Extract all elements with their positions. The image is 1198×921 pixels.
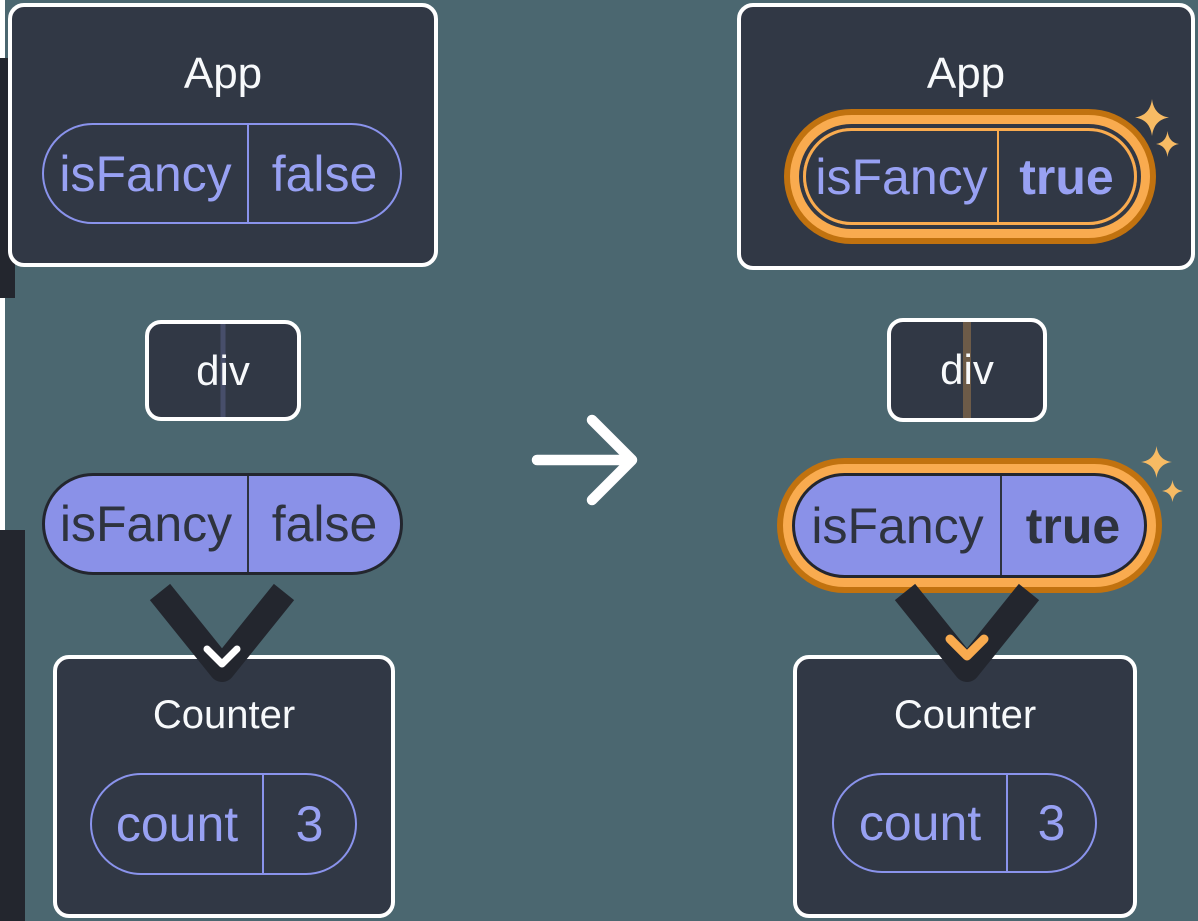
sparkle-icon xyxy=(1162,480,1183,502)
prop-flow-stripe xyxy=(220,324,226,417)
arrow-down-chevron-icon xyxy=(149,583,295,682)
sparkle-icon xyxy=(1135,99,1169,136)
prop-value: true xyxy=(1000,476,1144,575)
passed-prop-pill-highlighted: isFancy true xyxy=(792,473,1147,578)
arrowhead-down-icon xyxy=(945,634,989,661)
component-title: div xyxy=(196,346,250,394)
prop-name: isFancy xyxy=(811,497,984,554)
prop-flow-core-line xyxy=(0,298,5,530)
arrowhead-down-icon xyxy=(203,645,241,668)
app-prop-pill: isFancy false xyxy=(42,123,402,224)
counter-state-pill: count 3 xyxy=(90,773,357,875)
counter-state-pill: count 3 xyxy=(832,773,1097,873)
sparkle-icon xyxy=(1141,446,1172,478)
passed-prop-pill: isFancy false xyxy=(42,473,403,575)
component-title: Counter xyxy=(893,693,1037,737)
div-element-box: div xyxy=(145,320,301,421)
arrow-down-chevron-icon xyxy=(894,583,1040,682)
state-value: 3 xyxy=(262,775,355,873)
component-title: App xyxy=(183,49,263,98)
div-element-box: div xyxy=(887,318,1047,422)
component-title: div xyxy=(940,346,994,393)
component-title: Counter xyxy=(152,693,296,737)
prop-value: true xyxy=(997,131,1134,222)
component-title: App xyxy=(926,49,1006,98)
prop-value: false xyxy=(247,476,400,572)
prop-flow-stripe xyxy=(963,322,971,418)
prop-value: false xyxy=(247,125,400,222)
parent-child-connector-line xyxy=(0,0,5,58)
prop-name: isFancy xyxy=(59,496,233,552)
sparkle-icon xyxy=(1156,131,1179,157)
app-prop-pill-highlighted: isFancy true xyxy=(803,128,1137,225)
prop-flow-line xyxy=(0,530,25,921)
state-name: count xyxy=(115,796,239,852)
arrow-right-icon xyxy=(531,414,638,506)
state-name: count xyxy=(858,795,982,851)
prop-name: isFancy xyxy=(815,148,988,205)
prop-name: isFancy xyxy=(59,145,232,202)
state-value: 3 xyxy=(1006,775,1095,871)
